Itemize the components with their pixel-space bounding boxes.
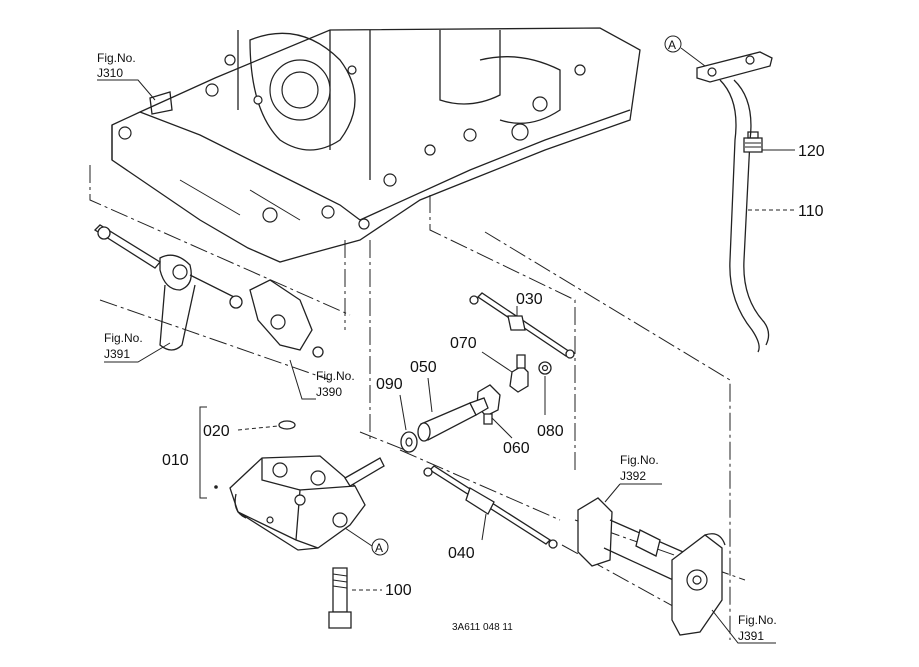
fig-ref-label: Fig.No.	[738, 613, 777, 627]
callout-080[interactable]: 080	[537, 376, 564, 440]
callout-090[interactable]: 090	[376, 376, 407, 431]
fig-ref-label: Fig.No.	[97, 51, 136, 65]
callout-number: 030	[516, 291, 543, 308]
callout-030[interactable]: 030	[516, 291, 543, 316]
marker-a-top[interactable]: A	[664, 35, 706, 67]
fig-ref-j310[interactable]: Fig.No. J310	[97, 51, 156, 101]
callout-110[interactable]: 110	[748, 203, 824, 220]
fig-ref-number: J310	[97, 66, 123, 80]
callout-number: 090	[376, 376, 403, 393]
fig-ref-j391-left[interactable]: Fig.No. J391	[104, 331, 171, 363]
callout-120[interactable]: 120	[762, 143, 825, 160]
callout-070[interactable]: 070	[450, 335, 513, 373]
nut-080	[538, 361, 552, 375]
bolt-100	[328, 567, 352, 629]
marker-letter: A	[375, 541, 383, 555]
drawing-code: 3A611 048 11	[452, 622, 513, 633]
marker-letter: A	[668, 38, 676, 52]
callout-number: 050	[410, 359, 437, 376]
pipe-110-assembly	[696, 51, 773, 353]
fig-ref-label: Fig.No.	[620, 453, 659, 467]
callout-number: 060	[503, 440, 530, 457]
rod-030	[469, 292, 575, 359]
fig-ref-number: J391	[104, 347, 130, 361]
valve-body-010	[229, 455, 385, 551]
assembly-guides	[89, 165, 746, 640]
fig-ref-label: Fig.No.	[104, 331, 143, 345]
fig-ref-number: J390	[316, 385, 342, 399]
callout-number: 120	[798, 143, 825, 160]
rod-040	[423, 465, 558, 549]
callout-040[interactable]: 040	[448, 513, 487, 562]
callout-100[interactable]: 100	[352, 582, 412, 599]
callout-number: 070	[450, 335, 477, 352]
callout-050[interactable]: 050	[410, 359, 437, 413]
transmission-housing	[111, 27, 641, 263]
callout-number: 020	[203, 423, 230, 440]
callout-number: 040	[448, 545, 475, 562]
callout-number: 010	[162, 452, 189, 469]
spool-050	[417, 397, 489, 442]
fig-ref-j390[interactable]: Fig.No. J390	[289, 359, 355, 400]
callout-number: 110	[798, 203, 824, 220]
o-ring-020	[278, 420, 296, 430]
left-lever-assembly	[93, 224, 331, 381]
fig-ref-label: Fig.No.	[316, 369, 355, 383]
callout-number: 080	[537, 423, 564, 440]
callout-010[interactable]: 010	[162, 406, 218, 499]
fig-ref-number: J392	[620, 469, 646, 483]
marker-a-bottom[interactable]: A	[344, 527, 389, 556]
callout-060[interactable]: 060	[491, 417, 530, 457]
collar-090	[400, 431, 418, 453]
fig-ref-j392[interactable]: Fig.No. J392	[604, 453, 662, 503]
fig-ref-number: J391	[738, 629, 764, 643]
callout-number: 100	[385, 582, 412, 599]
right-lever-assembly	[577, 497, 726, 636]
callout-020[interactable]: 020	[203, 423, 279, 440]
fig-ref-j391-right[interactable]: Fig.No. J391	[711, 609, 777, 644]
elbow-070	[509, 354, 529, 393]
